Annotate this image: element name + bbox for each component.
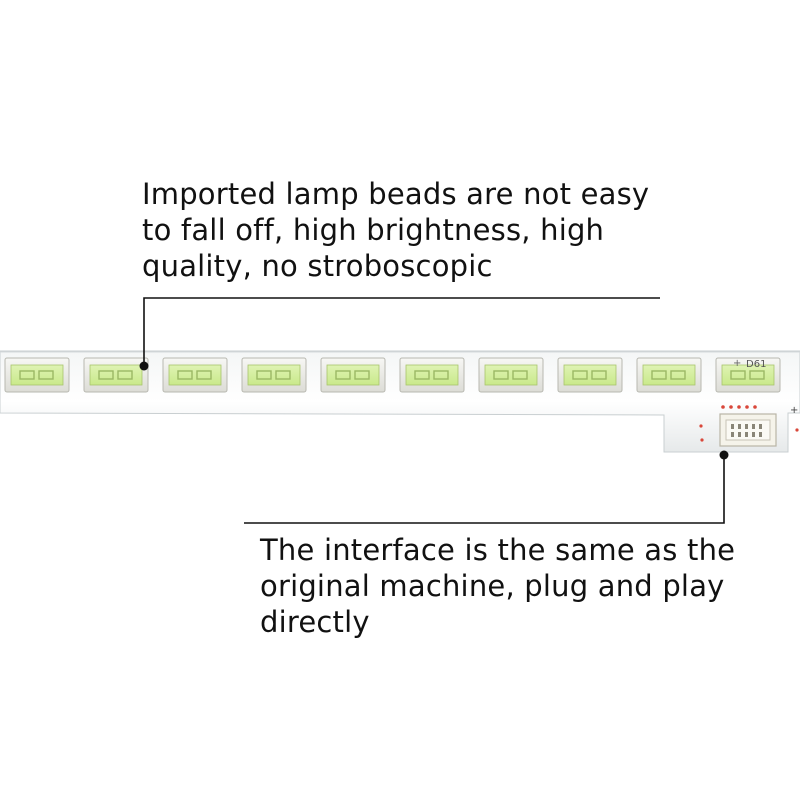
led-bead	[320, 357, 386, 393]
pcb-marking: D61	[746, 359, 766, 370]
test-pads	[699, 405, 799, 442]
connector-plus-mark: +	[790, 405, 798, 416]
led-bead	[715, 357, 781, 393]
lamp-beads-caption-line-1: Imported lamp beads are not easy	[142, 177, 650, 211]
led-bead	[636, 357, 702, 393]
led-bead	[557, 357, 623, 393]
lamp-beads-caption-line-2: to fall off, high brightness, high	[142, 213, 605, 247]
interface-callout-dot	[719, 450, 729, 460]
interface-callout-line	[244, 455, 725, 524]
led-bead	[478, 357, 544, 393]
interface-caption: The interface is the same as the origina…	[260, 532, 735, 640]
lamp-beads-caption: Imported lamp beads are not easy to fall…	[142, 176, 649, 284]
interface-caption-line-1: The interface is the same as the	[260, 533, 736, 567]
lamp-beads-caption-line-3: quality, no stroboscopic	[142, 249, 493, 283]
led-bead	[399, 357, 465, 393]
connector	[719, 413, 777, 447]
interface-caption-line-2: original machine, plug and play	[260, 569, 725, 603]
led-row	[4, 357, 781, 393]
lamp-beads-callout-dot	[139, 361, 149, 371]
led-bead	[241, 357, 307, 393]
led-bead	[83, 357, 149, 393]
interface-caption-line-3: directly	[260, 605, 370, 639]
led-bead	[4, 357, 70, 393]
pcb-plus-mark: +	[733, 358, 741, 369]
led-bead	[162, 357, 228, 393]
lamp-beads-callout-line	[143, 297, 660, 366]
